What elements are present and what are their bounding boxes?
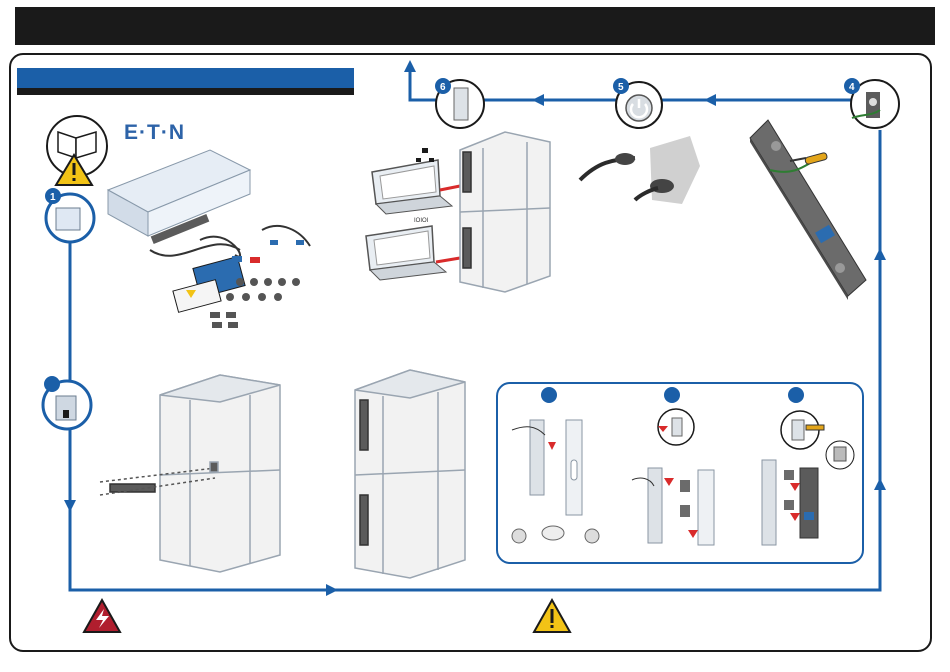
rack-connected — [460, 132, 550, 292]
step-6-number: 6 — [440, 82, 446, 93]
electrical-hazard-icon — [84, 600, 120, 632]
caution-icon — [534, 600, 570, 632]
network-icon — [416, 148, 434, 162]
step-2-callout — [43, 376, 91, 429]
power-connection — [580, 136, 700, 204]
screwdriver-icon — [790, 152, 828, 164]
power-icon — [626, 95, 652, 121]
step-5-number: 5 — [618, 82, 624, 93]
step-4-callout: 4 — [844, 78, 899, 128]
step-5-callout: 5 — [613, 78, 662, 128]
step-6-callout: 6 — [435, 78, 484, 128]
serial-label: IOIOI — [414, 218, 429, 224]
step-4-number: 4 — [849, 82, 855, 93]
option-a — [512, 387, 599, 543]
step-1-number: 1 — [50, 192, 56, 203]
pdu-vertical — [750, 120, 866, 300]
option-c — [762, 387, 854, 545]
rack-horizontal-install — [100, 375, 280, 572]
rack-vertical-install — [355, 370, 465, 578]
network-laptop — [372, 148, 460, 214]
package-contents — [108, 150, 310, 328]
serial-laptop: IOIOI — [366, 218, 460, 280]
option-b — [632, 387, 714, 545]
